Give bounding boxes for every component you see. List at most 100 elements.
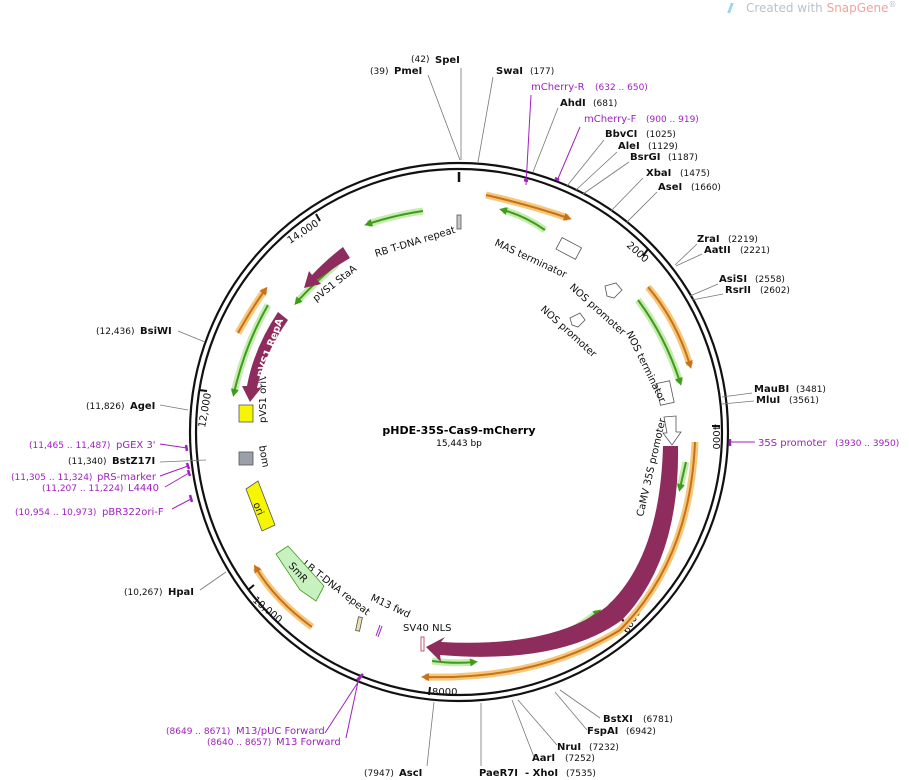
feature-rb-tdna-repeat: RB T-DNA repeat xyxy=(374,225,457,260)
enzyme-mlui: MluI xyxy=(756,395,780,406)
primer-mcherry-r: mCherry-R xyxy=(531,82,585,93)
primer-pos-pbr322ori-f: (10,954 .. 10,973) xyxy=(15,508,96,518)
primer-pgex3: pGEX 3' xyxy=(116,440,156,451)
tick-label-12000: 12,000 xyxy=(197,392,214,428)
primer-prs-marker: pRS-marker xyxy=(97,472,157,483)
primer-marks xyxy=(184,176,732,681)
nos-promoter-shape-1 xyxy=(604,282,623,299)
orf-green-2 xyxy=(637,299,683,386)
enzyme-pos-fspai: (6942) xyxy=(626,727,656,737)
primer-pos-pgex3: (11,465 .. 11,487) xyxy=(29,441,110,451)
enzyme-pos-agei: (11,826) xyxy=(86,402,125,412)
primer-pos-l4440: (11,207 .. 11,224) xyxy=(42,484,123,494)
enzyme-bstxi: BstXI xyxy=(603,714,633,725)
feature-pvs1-oriv: pVS1 oriV xyxy=(258,374,269,423)
pvs1-oriv-shape xyxy=(238,404,254,423)
primer-pos-mcherry-r: (632 .. 650) xyxy=(595,83,648,93)
mas-terminator-shape xyxy=(555,236,583,260)
orf-green-7 xyxy=(230,304,269,397)
primer-mcherry-f: mCherry-F xyxy=(584,114,637,125)
enzyme-rsrii: RsrII xyxy=(725,285,751,296)
enzyme-pos-bstxi: (6781) xyxy=(643,715,673,725)
enzyme-pos-mlui: (3561) xyxy=(789,396,819,406)
watermark-mark: ® xyxy=(888,0,897,9)
enzyme-pos-aari: (7252) xyxy=(565,754,595,764)
enzyme-asisi: AsiSI xyxy=(719,274,747,285)
snapgene-watermark: Created with SnapGene® xyxy=(727,0,909,16)
enzyme-bstz17i: BstZ17I xyxy=(112,456,155,467)
primer-pos-m13-forward: (8640 .. 8657) xyxy=(207,738,271,748)
enzyme-aatii: AatII xyxy=(704,245,731,256)
enzyme-pos-bsrgi: (1187) xyxy=(668,153,698,163)
enzyme-pos-hpai: (10,267) xyxy=(124,588,163,598)
primer-m13-forward: M13 Forward xyxy=(276,737,341,748)
tick-label-2000: 2000 xyxy=(624,240,650,265)
enzyme-pos-asei: (1660) xyxy=(691,183,721,193)
primer-m13-puc-forward: M13/pUC Forward xyxy=(236,726,325,737)
pvs1-staa-arrow xyxy=(304,247,350,288)
enzyme-pos-bsiwi: (12,436) xyxy=(96,327,135,337)
pvs1-repa-arrow xyxy=(242,312,288,402)
primer-pos-prs-marker: (11,305 .. 11,324) xyxy=(11,473,92,483)
primer-35s-promoter: 35S promoter xyxy=(758,438,828,449)
tick-mark-2000 xyxy=(642,248,649,257)
enzyme-asci: AscI xyxy=(399,768,422,779)
tick-label-4000: 4000 xyxy=(710,424,721,449)
rb-tdna-repeat-shape xyxy=(456,214,462,230)
tick-label-8000: 8000 xyxy=(432,687,457,698)
sv40-nls-shape xyxy=(420,636,425,652)
enzyme-pos-spei: (42) xyxy=(411,55,429,65)
enzyme-leader-lines xyxy=(159,68,755,767)
plasmid-name: pHDE-35S-Cas9-mCherry xyxy=(382,424,535,437)
enzyme-pos-swai: (177) xyxy=(530,67,554,77)
enzyme-pos-maubi: (3481) xyxy=(796,385,826,395)
enzyme-zrai: ZraI xyxy=(697,234,720,245)
tick-mark-10000 xyxy=(247,584,255,591)
primer-lines xyxy=(159,94,755,739)
orf-orange-4 xyxy=(253,564,313,628)
feature-ori: ori xyxy=(250,501,265,517)
m13-fwd-marks xyxy=(375,624,383,638)
orf-green-3 xyxy=(677,461,687,492)
smr-arrow xyxy=(275,545,325,602)
enzyme-aari: AarI xyxy=(532,753,555,764)
feature-nos-promoter-2: NOS promoter xyxy=(538,304,599,360)
primer-labels: mCherry-R (632 .. 650) mCherry-F (900 ..… xyxy=(11,82,899,748)
enzyme-agei: AgeI xyxy=(130,401,155,412)
enzyme-pos-nrui: (7232) xyxy=(589,743,619,753)
enzyme-spei: SpeI xyxy=(435,55,460,66)
enzyme-alei: AleI xyxy=(618,141,640,152)
enzyme-bsrgi: BsrGI xyxy=(630,152,660,163)
primer-pos-mcherry-f: (900 .. 919) xyxy=(646,115,699,125)
enzyme-pos-bbvci: (1025) xyxy=(646,130,676,140)
enzyme-pos-zrai: (2219) xyxy=(728,235,758,245)
enzyme-pos-rsrii: (2602) xyxy=(760,286,790,296)
enzyme-bsiwi: BsiWI xyxy=(140,326,172,337)
plasmid-size: 15,443 bp xyxy=(436,439,482,449)
enzyme-pos-bstz17i: (11,340) xyxy=(68,457,107,467)
enzyme-hpai: HpaI xyxy=(168,587,194,598)
camv-35s-promoter-shape xyxy=(662,415,682,446)
orf-orange-1 xyxy=(485,194,572,221)
enzyme-maubi: MauBI xyxy=(754,384,789,395)
enzyme-labels: (42) SpeI (39) PmeI SwaI (177) AhdI (681… xyxy=(68,55,826,779)
enzyme-ahdi: AhdI xyxy=(560,98,586,109)
orf-orange-5 xyxy=(237,286,268,334)
enzyme-pos-asisi: (2558) xyxy=(755,275,785,285)
enzyme-xhoi: - XhoI xyxy=(525,768,558,779)
nos-promoter-shape-2 xyxy=(569,312,586,328)
backbone-inner-circle xyxy=(194,167,724,697)
enzyme-pos-pmei: (39) xyxy=(370,67,388,77)
primer-l4440: L4440 xyxy=(128,483,159,494)
watermark-prefix: Created with xyxy=(746,1,827,15)
cas9-arrow xyxy=(426,446,679,662)
feature-mas-terminator: MAS terminator xyxy=(493,238,569,281)
enzyme-paer7i: PaeR7I xyxy=(479,768,518,779)
primer-pos-35s-promoter: (3930 .. 3950) xyxy=(835,439,899,449)
enzyme-pos-ahdi: (681) xyxy=(593,99,617,109)
enzyme-bbvci: BbvCI xyxy=(605,129,637,140)
enzyme-pos-alei: (1129) xyxy=(648,142,678,152)
ori-arrow xyxy=(245,480,276,532)
enzyme-asei: AseI xyxy=(658,182,682,193)
